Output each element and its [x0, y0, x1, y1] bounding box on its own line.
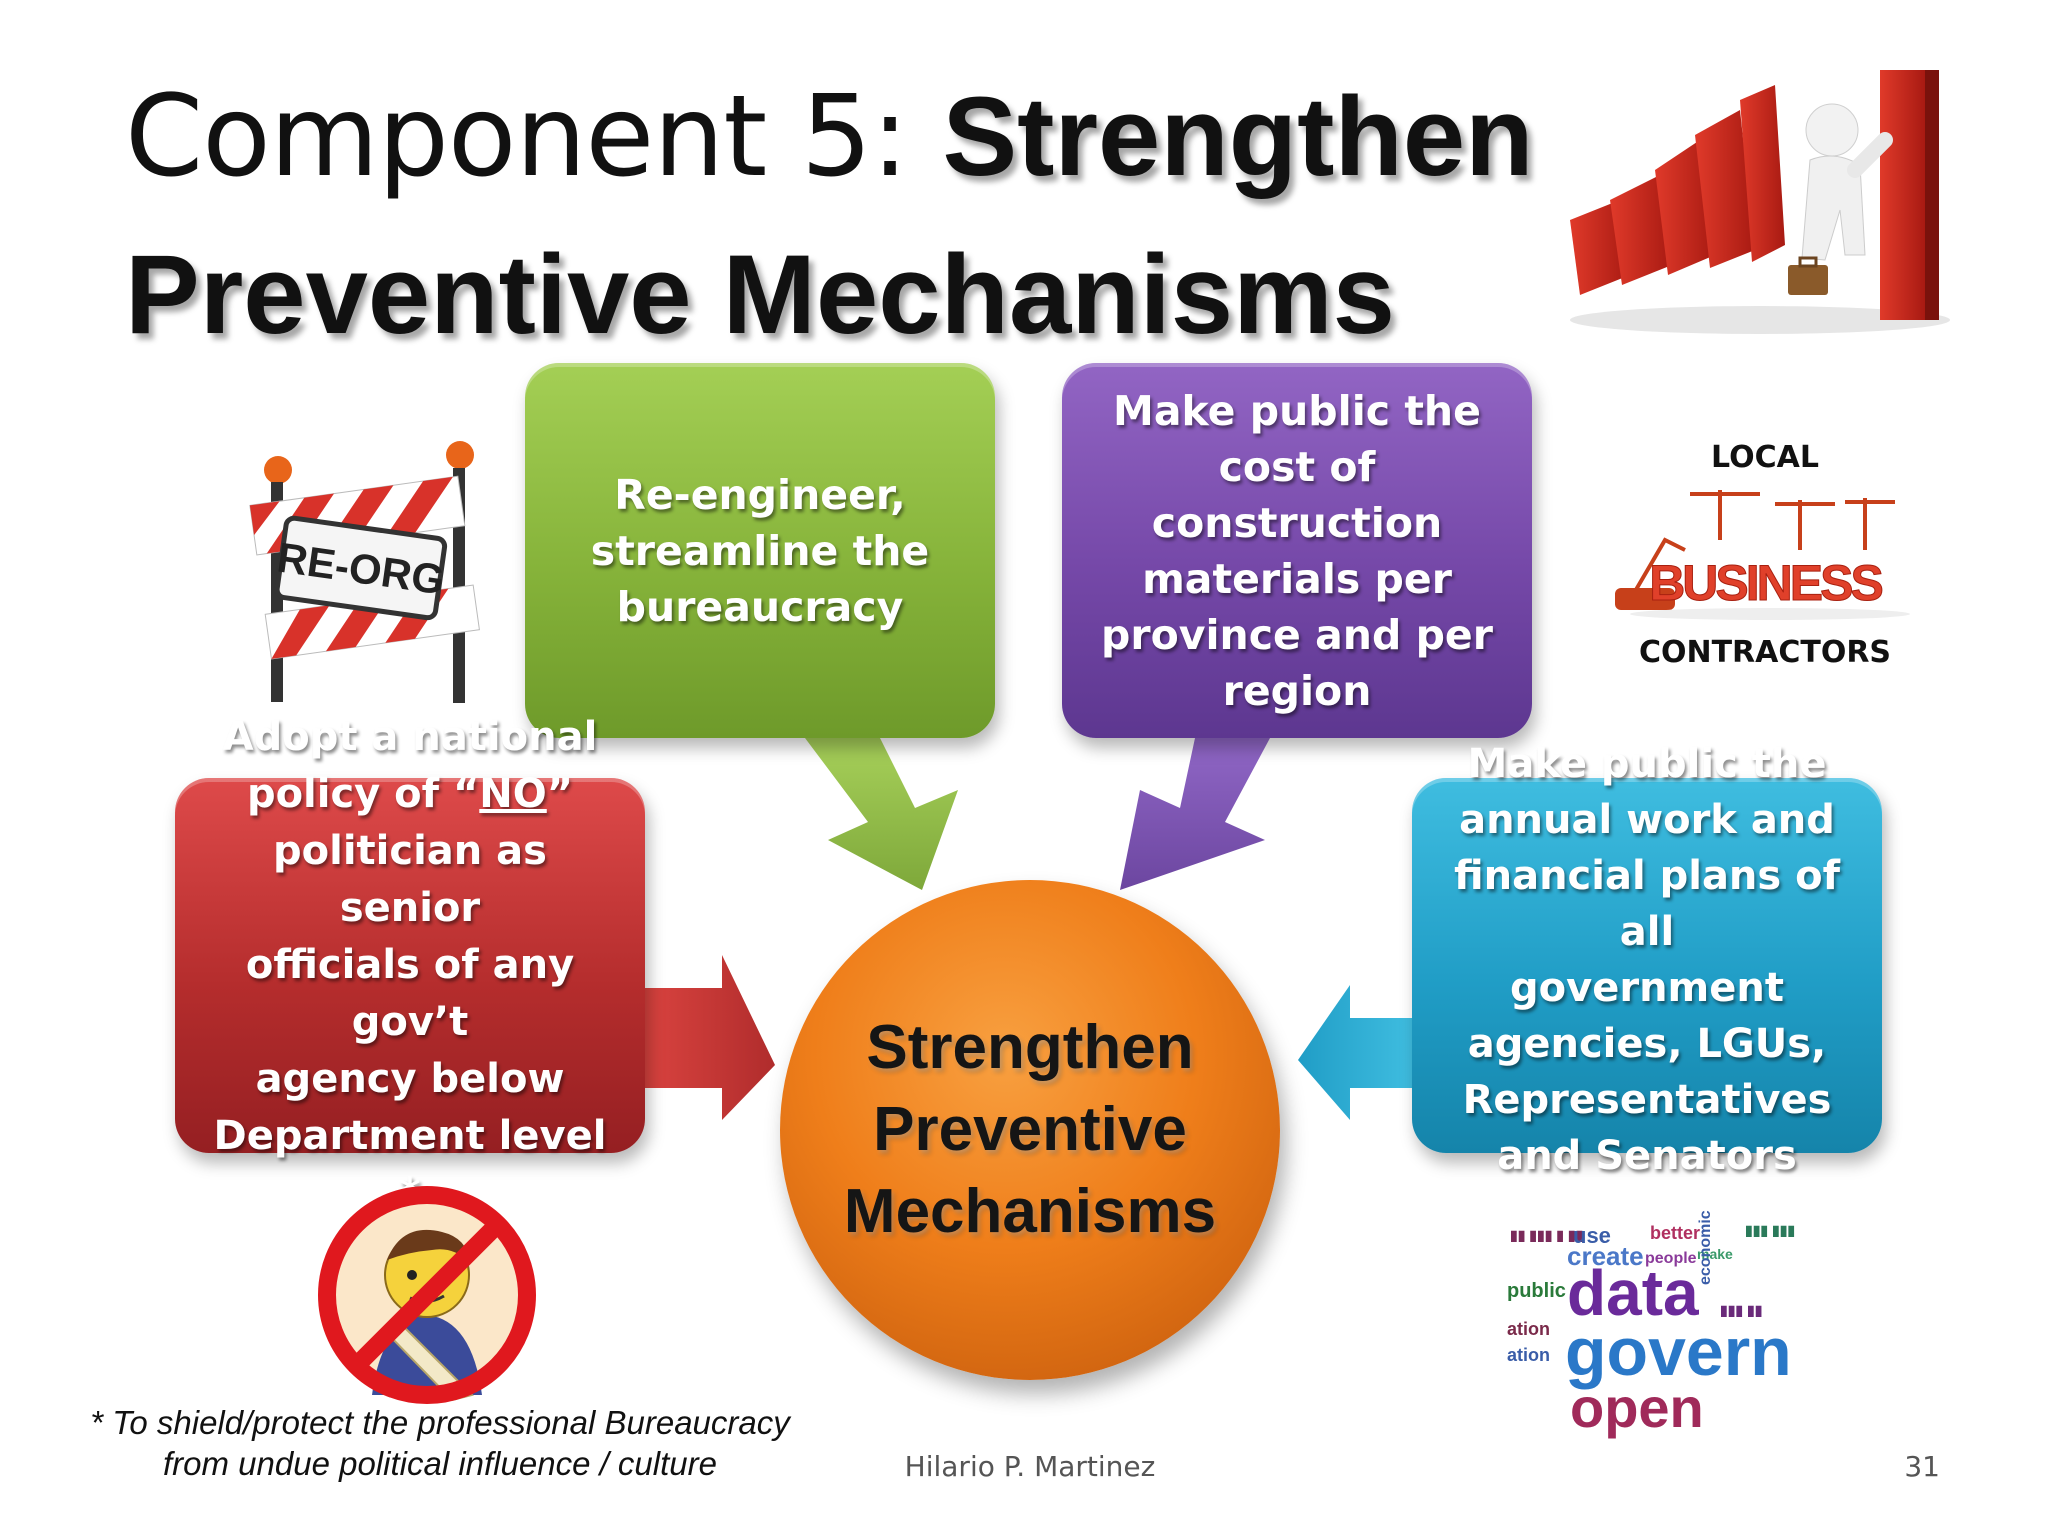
annual-plans-box: Make public the annual work and financia…: [1412, 741, 1882, 1179]
cloud-word: better: [1650, 1223, 1700, 1243]
purple-arrow: [1120, 738, 1270, 890]
construction-line: cost of construction: [1151, 442, 1443, 547]
cloud-word: economic: [1697, 1210, 1714, 1285]
center-text: Strengthen Preventive Mechanisms: [844, 1007, 1216, 1253]
local-business-image: BUSINESS: [1615, 490, 1910, 620]
green-arrow: [805, 738, 958, 890]
author-footer: Hilario P. Martinez: [904, 1450, 1156, 1483]
footnote-line: * To shield/protect the professional Bur…: [90, 1404, 790, 1441]
annual-line: and Senators: [1497, 1132, 1797, 1179]
page-number: 31: [1904, 1450, 1940, 1483]
policy-line: policy of “NO”: [203, 766, 617, 823]
construction-line: province and per: [1101, 610, 1493, 659]
footnote: * To shield/protect the professional Bur…: [40, 1402, 840, 1484]
no-politician-policy-box: Adopt a national policy of “NO” politici…: [175, 714, 645, 1216]
construction-line: materials per: [1142, 554, 1452, 603]
annual-line: government: [1510, 964, 1784, 1011]
center-line: Strengthen: [866, 1013, 1194, 1082]
cloud-word: open: [1570, 1376, 1704, 1439]
cloud-word: data: [1567, 1257, 1699, 1329]
slide-title: Component 5: Strengthen Preventive Mecha…: [125, 58, 1585, 374]
annual-line: financial plans of all: [1453, 852, 1841, 955]
policy-post: ”: [546, 771, 574, 817]
title-strengthen: Strengthen: [942, 74, 1534, 199]
reengineer-box: Re-engineer, streamline the bureaucracy: [525, 363, 995, 738]
policy-line: agency below: [255, 1056, 565, 1102]
business-word: BUSINESS: [1649, 555, 1882, 611]
domino-illustration: [1570, 70, 1950, 334]
policy-line: Adopt a national: [222, 714, 598, 760]
annual-line: Representatives: [1462, 1076, 1832, 1123]
red-arrow: [645, 955, 775, 1120]
local-label: LOCAL: [1711, 440, 1819, 475]
cloud-word: govern: [1565, 1314, 1792, 1390]
svg-text:▮▮ ▮▮▮ ▮ ▮▮: ▮▮ ▮▮▮ ▮ ▮▮: [1510, 1227, 1583, 1243]
cloud-word: use: [1573, 1223, 1611, 1248]
cloud-word: public: [1507, 1280, 1566, 1302]
svg-text:▮▮▮ ▮▮▮: ▮▮▮ ▮▮▮: [1745, 1222, 1795, 1238]
policy-line: officials of any gov’t: [245, 942, 575, 1045]
svg-text:▮▮▮ ▮▮: ▮▮▮ ▮▮: [1720, 1302, 1762, 1318]
policy-no-emphasis: NO: [479, 771, 547, 817]
open-data-word-cloud: ▮▮ ▮▮▮ ▮ ▮▮ use better create people mak…: [1507, 1210, 1795, 1439]
reengineer-line: streamline the: [590, 526, 930, 575]
title-line2: Preventive Mechanisms: [125, 232, 1395, 357]
annual-line: Make public the: [1467, 740, 1827, 787]
cloud-word: make: [1697, 1246, 1733, 1262]
center-line: Preventive: [873, 1095, 1187, 1164]
construction-line: Make public the: [1113, 386, 1481, 435]
policy-line: Department level *: [213, 1113, 607, 1216]
no-politician-icon: [318, 1186, 536, 1404]
cyan-arrow: [1298, 985, 1412, 1120]
annual-line: agencies, LGUs,: [1467, 1020, 1827, 1067]
footnote-line: from undue political influence / culture: [163, 1445, 717, 1482]
reengineer-line: bureaucracy: [616, 582, 904, 631]
contractors-label: CONTRACTORS: [1638, 635, 1892, 670]
cloud-word: people: [1645, 1250, 1697, 1267]
policy-line: politician as senior: [273, 828, 547, 931]
construction-cost-box: Make public the cost of construction mat…: [1062, 363, 1532, 738]
policy-pre: policy of “: [246, 771, 480, 817]
svg-text:ation: ation: [1507, 1319, 1550, 1339]
title-prefix: Component 5:: [125, 72, 943, 202]
svg-text:ation: ation: [1507, 1345, 1550, 1365]
annual-line: annual work and: [1459, 796, 1835, 843]
reengineer-line: Re-engineer,: [614, 470, 906, 519]
center-circle: Strengthen Preventive Mechanisms: [780, 880, 1280, 1380]
reorg-barricade-image: RE-ORG: [249, 441, 480, 703]
cloud-word: create: [1567, 1241, 1644, 1271]
construction-line: region: [1222, 666, 1372, 715]
center-line: Mechanisms: [843, 1177, 1217, 1246]
